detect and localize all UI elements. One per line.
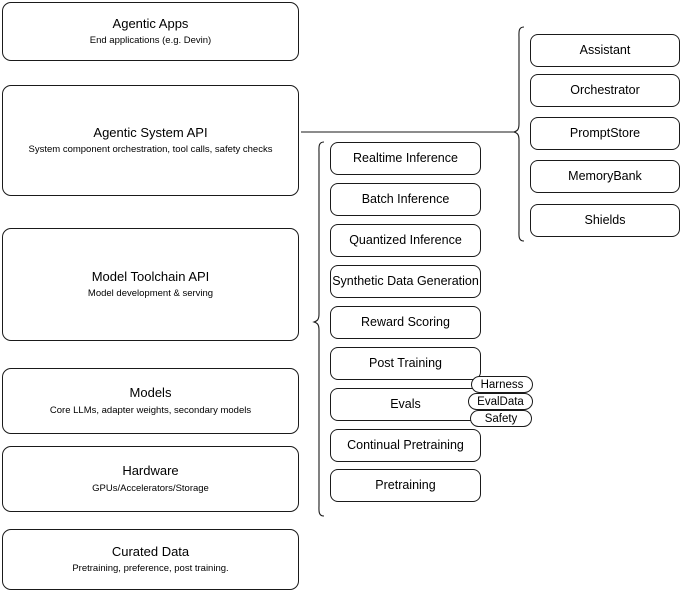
system-box-assistant[interactable]: Assistant	[530, 34, 680, 67]
system-label: PromptStore	[569, 125, 641, 140]
toolchain-box-synthetic-data-generation[interactable]: Synthetic Data Generation	[330, 265, 481, 298]
layer-subtitle: Model development & serving	[87, 288, 214, 300]
layer-box-agentic-system-api[interactable]: Agentic System API System component orch…	[2, 85, 299, 196]
toolchain-label: Continual Pretraining	[347, 437, 464, 452]
toolchain-label: Realtime Inference	[353, 150, 458, 165]
system-label: Orchestrator	[570, 82, 640, 97]
layer-title: Agentic System API	[93, 124, 208, 140]
system-box-memorybank[interactable]: MemoryBank	[530, 160, 680, 193]
layer-subtitle: System component orchestration, tool cal…	[28, 144, 273, 156]
toolchain-label: Pretraining	[375, 477, 436, 492]
bracket-toolchain-components	[312, 141, 325, 517]
toolchain-label: Evals	[390, 396, 421, 411]
layer-box-curated-data[interactable]: Curated Data Pretraining, preference, po…	[2, 529, 299, 590]
layer-title: Agentic Apps	[112, 15, 189, 31]
layer-title: Hardware	[122, 463, 179, 479]
toolchain-box-realtime-inference[interactable]: Realtime Inference	[330, 142, 481, 175]
toolchain-label: Post Training	[369, 355, 442, 370]
toolchain-label: Reward Scoring	[361, 314, 450, 329]
layer-subtitle: End applications (e.g. Devin)	[89, 35, 212, 47]
layer-subtitle: Pretraining, preference, post training.	[72, 563, 229, 575]
eval-badge-harness[interactable]: Harness	[471, 376, 533, 393]
system-label: MemoryBank	[568, 168, 642, 183]
toolchain-box-batch-inference[interactable]: Batch Inference	[330, 183, 481, 216]
toolchain-box-continual-pretraining[interactable]: Continual Pretraining	[330, 429, 481, 462]
eval-badge-safety[interactable]: Safety	[470, 410, 532, 427]
layer-box-agentic-apps[interactable]: Agentic Apps End applications (e.g. Devi…	[2, 2, 299, 61]
system-label: Shields	[584, 212, 626, 227]
toolchain-box-evals[interactable]: Evals	[330, 388, 481, 421]
toolchain-box-reward-scoring[interactable]: Reward Scoring	[330, 306, 481, 339]
layer-box-models[interactable]: Models Core LLMs, adapter weights, secon…	[2, 368, 299, 434]
bracket-system-components	[512, 26, 525, 242]
toolchain-label: Synthetic Data Generation	[332, 273, 479, 288]
layer-subtitle: Core LLMs, adapter weights, secondary mo…	[49, 404, 252, 416]
system-label: Assistant	[579, 42, 631, 57]
toolchain-box-pretraining[interactable]: Pretraining	[330, 469, 481, 502]
layer-box-hardware[interactable]: Hardware GPUs/Accelerators/Storage	[2, 446, 299, 512]
layer-title: Curated Data	[111, 543, 190, 559]
toolchain-box-post-training[interactable]: Post Training	[330, 347, 481, 380]
toolchain-label: Quantized Inference	[349, 232, 462, 247]
layer-title: Model Toolchain API	[91, 268, 210, 284]
layer-box-model-toolchain-api[interactable]: Model Toolchain API Model development & …	[2, 228, 299, 341]
system-box-shields[interactable]: Shields	[530, 204, 680, 237]
toolchain-label: Batch Inference	[361, 191, 450, 206]
layer-title: Models	[129, 385, 172, 401]
eval-badge-evaldata[interactable]: EvalData	[468, 393, 533, 410]
toolchain-box-quantized-inference[interactable]: Quantized Inference	[330, 224, 481, 257]
layer-subtitle: GPUs/Accelerators/Storage	[92, 482, 209, 494]
system-box-promptstore[interactable]: PromptStore	[530, 117, 680, 150]
system-box-orchestrator[interactable]: Orchestrator	[530, 74, 680, 107]
